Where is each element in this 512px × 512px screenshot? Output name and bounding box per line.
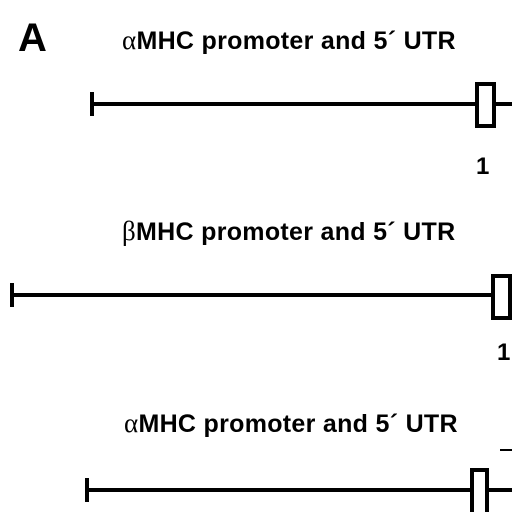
construct-3-title-text: MHC promoter and 5´ UTR	[138, 410, 458, 438]
construct-3-track	[85, 449, 512, 512]
construct-2-greek-letter: β	[122, 216, 137, 246]
construct-3-exon-box	[470, 468, 489, 512]
construct-2-title: βMHC promoter and 5´ UTR	[122, 218, 455, 245]
construct-1-track	[90, 82, 512, 128]
construct-1-title-text: MHC promoter and 5´ UTR	[136, 27, 456, 55]
construct-2-track	[10, 274, 512, 320]
construct-2-exon-box	[491, 274, 512, 320]
construct-2-title-text: MHC promoter and 5´ UTR	[136, 218, 456, 246]
panel-label: A	[18, 16, 47, 60]
construct-1-greek-letter: α	[122, 25, 137, 55]
construct-1-title: αMHC promoter and 5´ UTR	[122, 27, 456, 54]
construct-2-exon-number: 1	[497, 339, 511, 366]
construct-1-exon-box	[475, 82, 496, 128]
construct-3-title: αMHC promoter and 5´ UTR	[124, 410, 458, 437]
construct-3-greek-letter: α	[124, 408, 139, 438]
construct-1-exon-number: 1	[476, 153, 490, 180]
